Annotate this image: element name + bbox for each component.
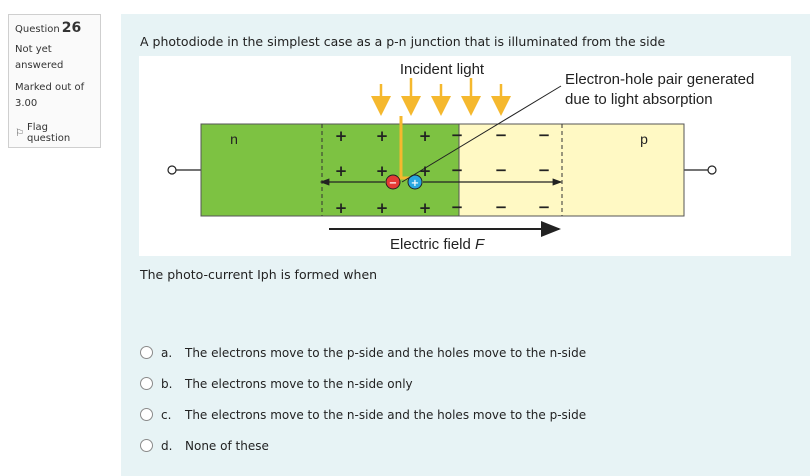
answer-list: a. The electrons move to the p-side and …: [140, 337, 586, 461]
answer-option-a[interactable]: a. The electrons move to the p-side and …: [140, 337, 586, 368]
n-region: [200, 123, 460, 217]
annotation-pointer: [401, 85, 562, 183]
flag-question-button[interactable]: ⚐ Flag question: [15, 122, 94, 144]
annotation-line1: Electron-hole pair generated: [565, 71, 754, 88]
annotation-line2: due to light absorption: [565, 91, 713, 108]
right-terminal: [707, 165, 717, 175]
grade-line1: Marked out of: [15, 82, 85, 93]
answer-text: The electrons move to the n-side only: [185, 376, 413, 391]
answer-letter: a.: [161, 345, 173, 360]
hole-sign: +: [411, 178, 419, 189]
incident-light-arrows: [371, 78, 511, 116]
plus-sign: +: [335, 162, 348, 180]
plus-sign: +: [419, 199, 432, 217]
flag-question-label: Flag question: [26, 122, 71, 144]
answer-text: The electrons move to the p-side and the…: [185, 345, 587, 360]
answer-letter: c.: [161, 407, 172, 422]
grade-line2: 3.00: [15, 98, 38, 109]
minus-sign: −: [538, 126, 551, 144]
hole-carrier: [407, 174, 423, 190]
question-grade: Marked out of 3.00: [15, 80, 94, 112]
incident-light-label: Incident light: [400, 61, 485, 78]
answer-letter: b.: [161, 376, 173, 391]
electron-carrier: [385, 174, 401, 190]
plus-sign: +: [335, 127, 348, 145]
radio-d[interactable]: [140, 439, 153, 452]
minus-sign: −: [495, 198, 508, 216]
left-terminal: [167, 165, 177, 175]
plus-sign: +: [335, 199, 348, 217]
plus-sign: +: [376, 199, 389, 217]
answer-letter: d.: [161, 438, 173, 453]
question-number-value: 26: [61, 20, 82, 36]
answer-text: The electrons move to the n-side and the…: [185, 407, 587, 422]
electric-field-label: Electric field F: [390, 236, 485, 253]
minus-sign: −: [451, 126, 464, 144]
n-label: n: [230, 131, 238, 147]
minus-sign: −: [495, 126, 508, 144]
answer-text: None of these: [185, 438, 269, 453]
question-text: A photodiode in the simplest case as a p…: [140, 34, 666, 49]
minus-sign: −: [451, 198, 464, 216]
plus-sign: +: [419, 127, 432, 145]
state-line1: Not yet: [15, 44, 52, 55]
question-prefix: Question: [15, 24, 60, 35]
p-label: p: [640, 131, 648, 147]
field-symbol: F: [475, 236, 485, 253]
minus-sign: −: [495, 161, 508, 179]
radio-a[interactable]: [140, 346, 153, 359]
electron-sign: −: [389, 178, 397, 189]
minus-sign: −: [538, 198, 551, 216]
answer-option-c[interactable]: c. The electrons move to the n-side and …: [140, 399, 586, 430]
radio-c[interactable]: [140, 408, 153, 421]
radio-b[interactable]: [140, 377, 153, 390]
flag-icon: ⚐: [15, 127, 24, 139]
minus-sign: −: [538, 161, 551, 179]
question-prompt: The photo-current Iph is formed when: [140, 267, 378, 282]
plus-sign: +: [376, 127, 389, 145]
p-region: [458, 123, 685, 217]
minus-sign: −: [451, 161, 464, 179]
answer-option-b[interactable]: b. The electrons move to the n-side only: [140, 368, 586, 399]
photodiode-figure: + + + + + + + + + − − − − − − − − −: [139, 56, 791, 256]
state-line2: answered: [15, 60, 64, 71]
question-state: Not yet answered: [15, 42, 94, 74]
photodiode-diagram: + + + + + + + + + − − − − − − − − −: [167, 61, 754, 253]
plus-sign: +: [376, 162, 389, 180]
field-label: Electric field: [390, 236, 475, 253]
answer-option-d[interactable]: d. None of these: [140, 430, 586, 461]
